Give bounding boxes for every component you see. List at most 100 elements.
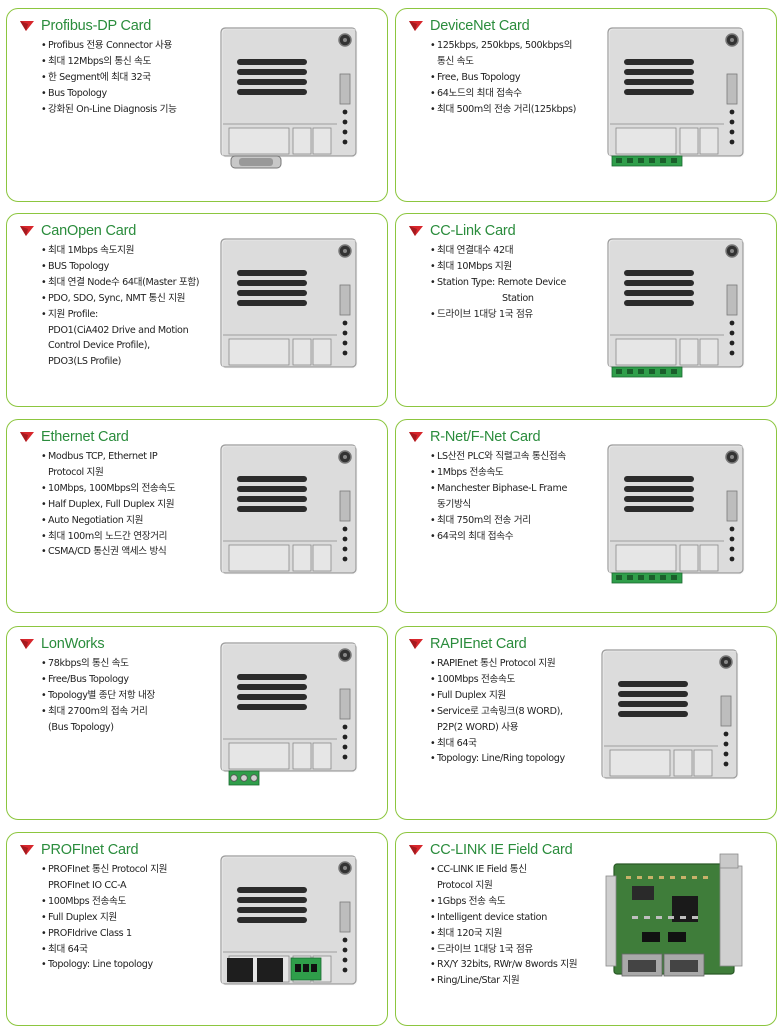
feature-item: LS산전 PLC와 직렬고속 통신접속 xyxy=(430,449,567,465)
card-image xyxy=(606,237,756,391)
card-image xyxy=(219,26,369,180)
feature-item: Manchester Biphase-L Frame 동기방식 xyxy=(430,481,567,513)
feature-item: 100Mbps 전송속도 xyxy=(430,672,565,688)
feature-item: Full Duplex 지원 xyxy=(41,910,167,926)
card-title: Ethernet Card xyxy=(19,429,129,445)
red-arrow-icon xyxy=(409,21,423,31)
feature-list: Modbus TCP, Ethernet IP Protocol 지원10Mbp… xyxy=(41,449,176,560)
feature-item: Service로 고속링크(8 WORD), P2P(2 WORD) 사용 xyxy=(430,704,565,736)
card-image xyxy=(600,648,750,802)
feature-item: CSMA/CD 통신권 액세스 방식 xyxy=(41,544,175,560)
option-card-image xyxy=(607,27,745,167)
feature-item: 최대 10Mbps 지원 xyxy=(430,259,566,275)
pcb-card-image xyxy=(605,853,743,977)
feature-item: Auto Negotiation 지원 xyxy=(41,513,175,529)
feature-item: 최대 2700m의 접속 거리 (Bus Topology) xyxy=(41,704,155,736)
red-arrow-icon xyxy=(409,432,423,442)
feature-list: PROFInet 통신 Protocol 지원 PROFInet IO CC-A… xyxy=(41,862,168,973)
feature-item: 최대 12Mbps의 통신 속도 xyxy=(41,54,177,70)
feature-item: 64국의 최대 접속수 xyxy=(430,529,567,545)
card-title: PROFInet Card xyxy=(19,842,139,858)
red-arrow-icon xyxy=(409,639,423,649)
option-card-image xyxy=(220,444,358,575)
card-title: CC-Link Card xyxy=(408,223,516,239)
feature-item: Modbus TCP, Ethernet IP Protocol 지원 xyxy=(41,449,175,481)
feature-item: 1Gbps 전송 속도 xyxy=(430,894,577,910)
feature-item: Topology: Line topology xyxy=(41,957,167,973)
option-card-image xyxy=(220,238,358,369)
feature-item: 최대 연결대수 42대 xyxy=(430,243,566,259)
feature-list: 125kbps, 250kbps, 500kbps의 통신 속도Free, Bu… xyxy=(430,38,576,118)
card-title: CanOpen Card xyxy=(19,223,136,239)
feature-list: 78kbps의 통신 속도Free/Bus TopologyTopology별 … xyxy=(41,656,155,736)
red-arrow-icon xyxy=(20,639,34,649)
card-image xyxy=(219,443,369,597)
feature-item: Half Duplex, Full Duplex 지원 xyxy=(41,497,175,513)
feature-list: Profibus 전용 Connector 사용최대 12Mbps의 통신 속도… xyxy=(41,38,177,118)
feature-item: 125kbps, 250kbps, 500kbps의 통신 속도 xyxy=(430,38,576,70)
feature-item: Topology: Line/Ring topology xyxy=(430,751,565,767)
feature-item: 드라이브 1대당 1국 점유 xyxy=(430,307,566,323)
feature-item: 최대 1Mbps 속도지원 xyxy=(41,243,199,259)
card-title: LonWorks xyxy=(19,636,105,652)
option-card-image xyxy=(607,238,745,378)
feature-item: RAPIEnet 통신 Protocol 지원 xyxy=(430,656,565,672)
option-card-image xyxy=(220,27,358,169)
feature-item: Full Duplex 지원 xyxy=(430,688,565,704)
feature-item: Topology별 종단 저항 내장 xyxy=(41,688,155,704)
feature-item: 지원 Profile: PDO1(CiA402 Drive and Motion… xyxy=(41,307,199,371)
card-title-text: RAPIEnet Card xyxy=(430,636,527,652)
card-r-net-f-net-card: R-Net/F-Net CardLS산전 PLC와 직렬고속 통신접속1Mbps… xyxy=(395,419,777,613)
feature-item: 64노드의 최대 접속수 xyxy=(430,86,576,102)
feature-list: 최대 1Mbps 속도지원BUS Topology최대 연결 Node수 64대… xyxy=(41,243,200,371)
red-arrow-icon xyxy=(20,432,34,442)
feature-list: CC-LINK IE Field 통신 Protocol 지원1Gbps 전송 … xyxy=(430,862,578,989)
card-title-text: Profibus-DP Card xyxy=(41,18,152,34)
option-card-image xyxy=(601,649,739,780)
red-arrow-icon xyxy=(20,21,34,31)
feature-item: PROFInet 통신 Protocol 지원 PROFInet IO CC-A xyxy=(41,862,168,894)
feature-item: 최대 64국 xyxy=(41,942,167,958)
card-image xyxy=(219,854,369,1008)
card-title: Profibus-DP Card xyxy=(19,18,151,34)
feature-item: Free, Bus Topology xyxy=(430,70,576,86)
feature-item: Station Type: Remote Device xyxy=(430,275,566,291)
card-image xyxy=(602,846,752,1000)
feature-item: 드라이브 1대당 1국 점유 xyxy=(430,942,577,958)
feature-item: 최대 750m의 전송 거리 xyxy=(430,513,567,529)
feature-item: 강화된 On-Line Diagnosis 기능 xyxy=(41,102,177,118)
red-arrow-icon xyxy=(20,226,34,236)
card-image xyxy=(606,26,756,180)
card-title-text: Ethernet Card xyxy=(41,429,129,445)
feature-item: 한 Segment에 최대 32국 xyxy=(41,70,177,86)
feature-item: Bus Topology xyxy=(41,86,177,102)
option-card-image xyxy=(220,855,358,986)
card-image xyxy=(219,641,369,795)
card-title-text: CanOpen Card xyxy=(41,223,137,239)
option-card-image xyxy=(607,444,745,584)
card-title: R-Net/F-Net Card xyxy=(408,429,541,445)
feature-item: Intelligent device station xyxy=(430,910,577,926)
option-card-image xyxy=(220,642,358,786)
card-title: DeviceNet Card xyxy=(408,18,530,34)
feature-item: Free/Bus Topology xyxy=(41,672,155,688)
feature-item: 100Mbps 전송속도 xyxy=(41,894,167,910)
feature-item: 78kbps의 통신 속도 xyxy=(41,656,155,672)
card-title-text: LonWorks xyxy=(41,636,105,652)
feature-item: PROFIdrive Class 1 xyxy=(41,926,167,942)
feature-item: 1Mbps 전송속도 xyxy=(430,465,567,481)
card-title-text: R-Net/F-Net Card xyxy=(430,429,541,445)
feature-item: Profibus 전용 Connector 사용 xyxy=(41,38,177,54)
card-title-text: CC-LINK IE Field Card xyxy=(430,842,573,858)
red-arrow-icon xyxy=(20,845,34,855)
feature-continuation: Station xyxy=(502,292,534,304)
red-arrow-icon xyxy=(409,845,423,855)
card-title: RAPIEnet Card xyxy=(408,636,527,652)
feature-item: RX/Y 32bits, RWr/w 8words 지원 xyxy=(430,957,578,973)
card-title: CC-LINK IE Field Card xyxy=(408,842,573,858)
feature-item: PDO, SDO, Sync, NMT 통신 지원 xyxy=(41,291,199,307)
feature-list: RAPIEnet 통신 Protocol 지원100Mbps 전송속도Full … xyxy=(430,656,565,767)
feature-list: LS산전 PLC와 직렬고속 통신접속1Mbps 전송속도Manchester … xyxy=(430,449,567,544)
card-title-text: PROFInet Card xyxy=(41,842,139,858)
card-title-text: CC-Link Card xyxy=(430,223,516,239)
